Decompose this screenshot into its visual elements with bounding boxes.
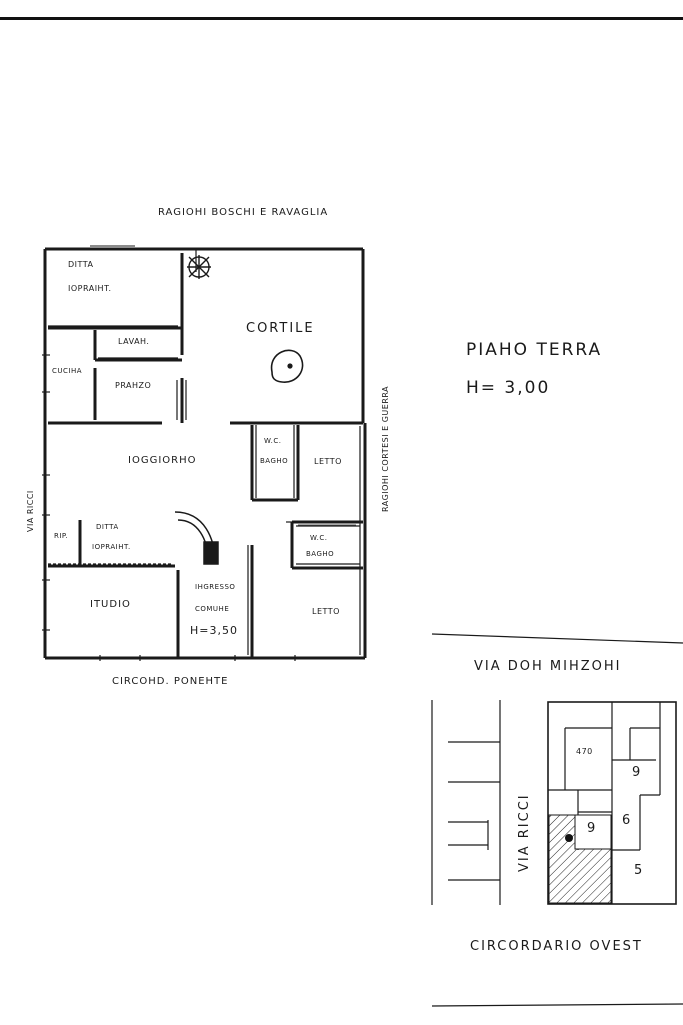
site-bottom-street: CIRCORDARIO OVEST: [470, 939, 643, 954]
top-border-line: [0, 17, 683, 20]
room-rip: RIP.: [54, 532, 69, 540]
parcel-9-top: 9: [632, 765, 643, 780]
floor-plan-walls: [43, 247, 367, 660]
room-ditta-bottom-line2: IOPRAIHT.: [92, 543, 131, 551]
parcel-5: 5: [634, 863, 645, 878]
floor-plan-details: [42, 245, 361, 661]
room-soggiorno: IOGGIORHO: [128, 455, 197, 466]
room-ditta-bottom-line1: DITTA: [96, 523, 119, 531]
room-letto-1: LETTO: [314, 457, 342, 466]
parcel-470: 470: [576, 747, 593, 756]
top-neighbor-label: RAGIOHI BOSCHI E RAVAGLIA: [158, 207, 329, 218]
room-ingresso-line1: IHGRESSO: [195, 583, 236, 591]
room-ditta-top-line2: IOPRAIHT.: [68, 284, 112, 293]
spiral-stair: [174, 511, 219, 565]
site-left-street: VIA RICCI: [517, 793, 532, 872]
room-wc2-line2: BAGHO: [306, 550, 335, 558]
room-wc1-line2: BAGHO: [260, 457, 289, 465]
room-wc1-line1: W.C.: [264, 437, 282, 445]
site-plan: [431, 633, 683, 1007]
room-cortile: CORTILE: [246, 321, 315, 336]
courtyard-well: [270, 349, 304, 383]
room-ingresso-line2: COMUHE: [195, 605, 230, 613]
marker-dot: [565, 834, 573, 842]
tree-symbol: [187, 255, 211, 279]
room-pranzo: PRAHZO: [115, 381, 152, 390]
room-letto-2: LETTO: [312, 607, 340, 616]
right-neighbor-label: RAGIOHI CORTESI E GUERRA: [381, 385, 390, 512]
site-line-bottom: [431, 1003, 683, 1007]
door-arrows: [195, 248, 356, 526]
room-wc2-line1: W.C.: [310, 534, 328, 542]
hatched-parcel-mask: [574, 814, 612, 850]
room-cucina: CUCIHA: [52, 367, 83, 375]
floor-name: PIAHO TERRA: [466, 340, 603, 360]
room-studio: ITUDIO: [90, 599, 131, 610]
site-line-top: [431, 633, 683, 644]
parcel-6: 6: [622, 813, 633, 828]
site-top-street: VIA DOH MIHZOHI: [474, 659, 622, 674]
parcel-9-bottom: 9: [587, 821, 598, 836]
floor-height: H= 3,00: [466, 378, 551, 398]
room-ditta-top-line1: DITTA: [68, 260, 94, 269]
room-lavanderia: LAVAH.: [118, 337, 150, 346]
bottom-street-label: CIRCOHD. PONEHTE: [112, 676, 229, 687]
left-street-label: VIA RICCI: [26, 490, 35, 532]
room-ingresso-height: H=3,50: [190, 624, 238, 637]
